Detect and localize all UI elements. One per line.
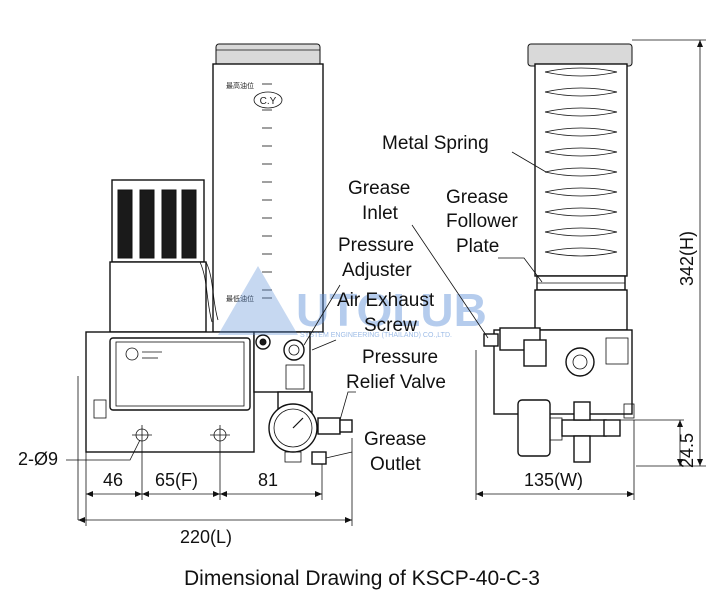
- label-pressure-adjuster-2: Adjuster: [342, 260, 412, 281]
- watermark-text: UTOLUB: [296, 284, 487, 336]
- callouts: Metal Spring Grease Inlet Grease Followe…: [337, 133, 518, 475]
- reservoir-brand: C.Y: [260, 96, 277, 107]
- label-grease-inlet-2: Inlet: [362, 203, 399, 224]
- watermark: UTOLUB SYSTEM ENGINEERING (THAILAND) CO.…: [218, 266, 487, 339]
- min-oil-mark: 最低油位: [226, 294, 254, 303]
- dim-hole: 2-Ø9: [18, 449, 58, 469]
- label-outlet-2: Outlet: [370, 454, 421, 475]
- dim-24-5: 24.5: [677, 433, 697, 468]
- dimension-lines: [77, 39, 706, 526]
- leader-lines: [66, 151, 547, 461]
- label-relief-2: Relief Valve: [346, 372, 446, 393]
- label-air-exhaust-2: Screw: [364, 315, 417, 336]
- label-follower-1: Grease: [446, 187, 508, 208]
- label-grease-inlet-1: Grease: [348, 178, 410, 199]
- dim-65f: 65(F): [155, 470, 198, 490]
- dimension-arrows: [78, 40, 703, 523]
- dim-342h: 342(H): [677, 231, 697, 286]
- label-air-exhaust-1: Air Exhaust: [337, 290, 435, 311]
- label-pressure-adjuster-1: Pressure: [338, 235, 414, 256]
- side-view: [483, 43, 635, 463]
- motor: [109, 179, 219, 333]
- dimension-texts: 2-Ø9 46 65(F) 81 220(L) 135(W) 342(H) 24…: [18, 231, 697, 547]
- max-oil-mark: 最高油位: [226, 81, 254, 90]
- valve-stack: [253, 331, 353, 465]
- pump-base: [85, 331, 255, 453]
- dim-135w: 135(W): [524, 470, 583, 490]
- label-relief-1: Pressure: [362, 347, 438, 368]
- label-metal-spring: Metal Spring: [382, 133, 489, 154]
- label-outlet-1: Grease: [364, 429, 426, 450]
- dim-220l: 220(L): [180, 527, 232, 547]
- drawing-caption: Dimensional Drawing of KSCP-40-C-3: [184, 567, 540, 590]
- dim-46: 46: [103, 470, 123, 490]
- label-follower-2: Follower: [446, 211, 518, 232]
- front-view: C.Y 最高油位 最低油位: [85, 43, 353, 465]
- label-follower-3: Plate: [456, 236, 499, 257]
- watermark-subtext: SYSTEM ENGINEERING (THAILAND) CO.,LTD.: [300, 332, 452, 339]
- metal-spring-coils: [544, 67, 618, 257]
- reservoir-front: C.Y 最高油位 最低油位: [212, 43, 324, 333]
- dim-81: 81: [258, 470, 278, 490]
